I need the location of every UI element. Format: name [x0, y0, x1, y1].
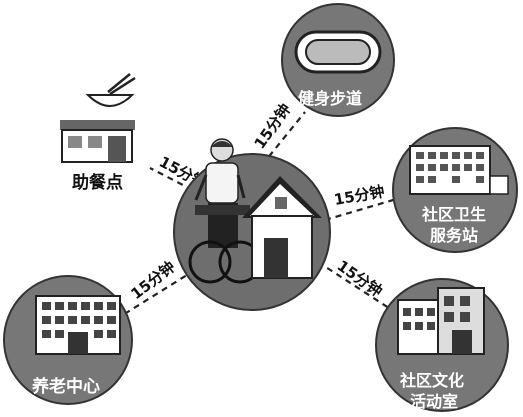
health-station-building-icon [392, 127, 518, 253]
connector-culture [317, 261, 393, 311]
culture-activity-building-icon [375, 278, 509, 412]
place-name-elder: 养老中心 [31, 376, 100, 397]
time-label-culture: 15分钟 [334, 257, 386, 301]
running-track-icon [281, 3, 395, 117]
place-name-walkway: 健身步道 [298, 89, 362, 108]
place-name-health-line1: 社区卫生 [421, 205, 486, 224]
place-name-health-line2: 服务站 [430, 226, 478, 245]
place-name-culture-line2: 活动室 [410, 392, 458, 411]
connector-health [324, 196, 401, 222]
time-label-walkway: 15分钟 [251, 100, 295, 152]
elderly-care-building-icon [3, 275, 133, 405]
place-name-meal: 助餐点 [72, 172, 123, 193]
canteen-bowl-icon [60, 73, 136, 163]
house-with-person-in-wheelchair-icon [173, 138, 331, 311]
place-name-culture-line1: 社区文化 [399, 371, 464, 390]
time-label-health: 15分钟 [333, 182, 386, 209]
connector-elder [117, 269, 196, 319]
